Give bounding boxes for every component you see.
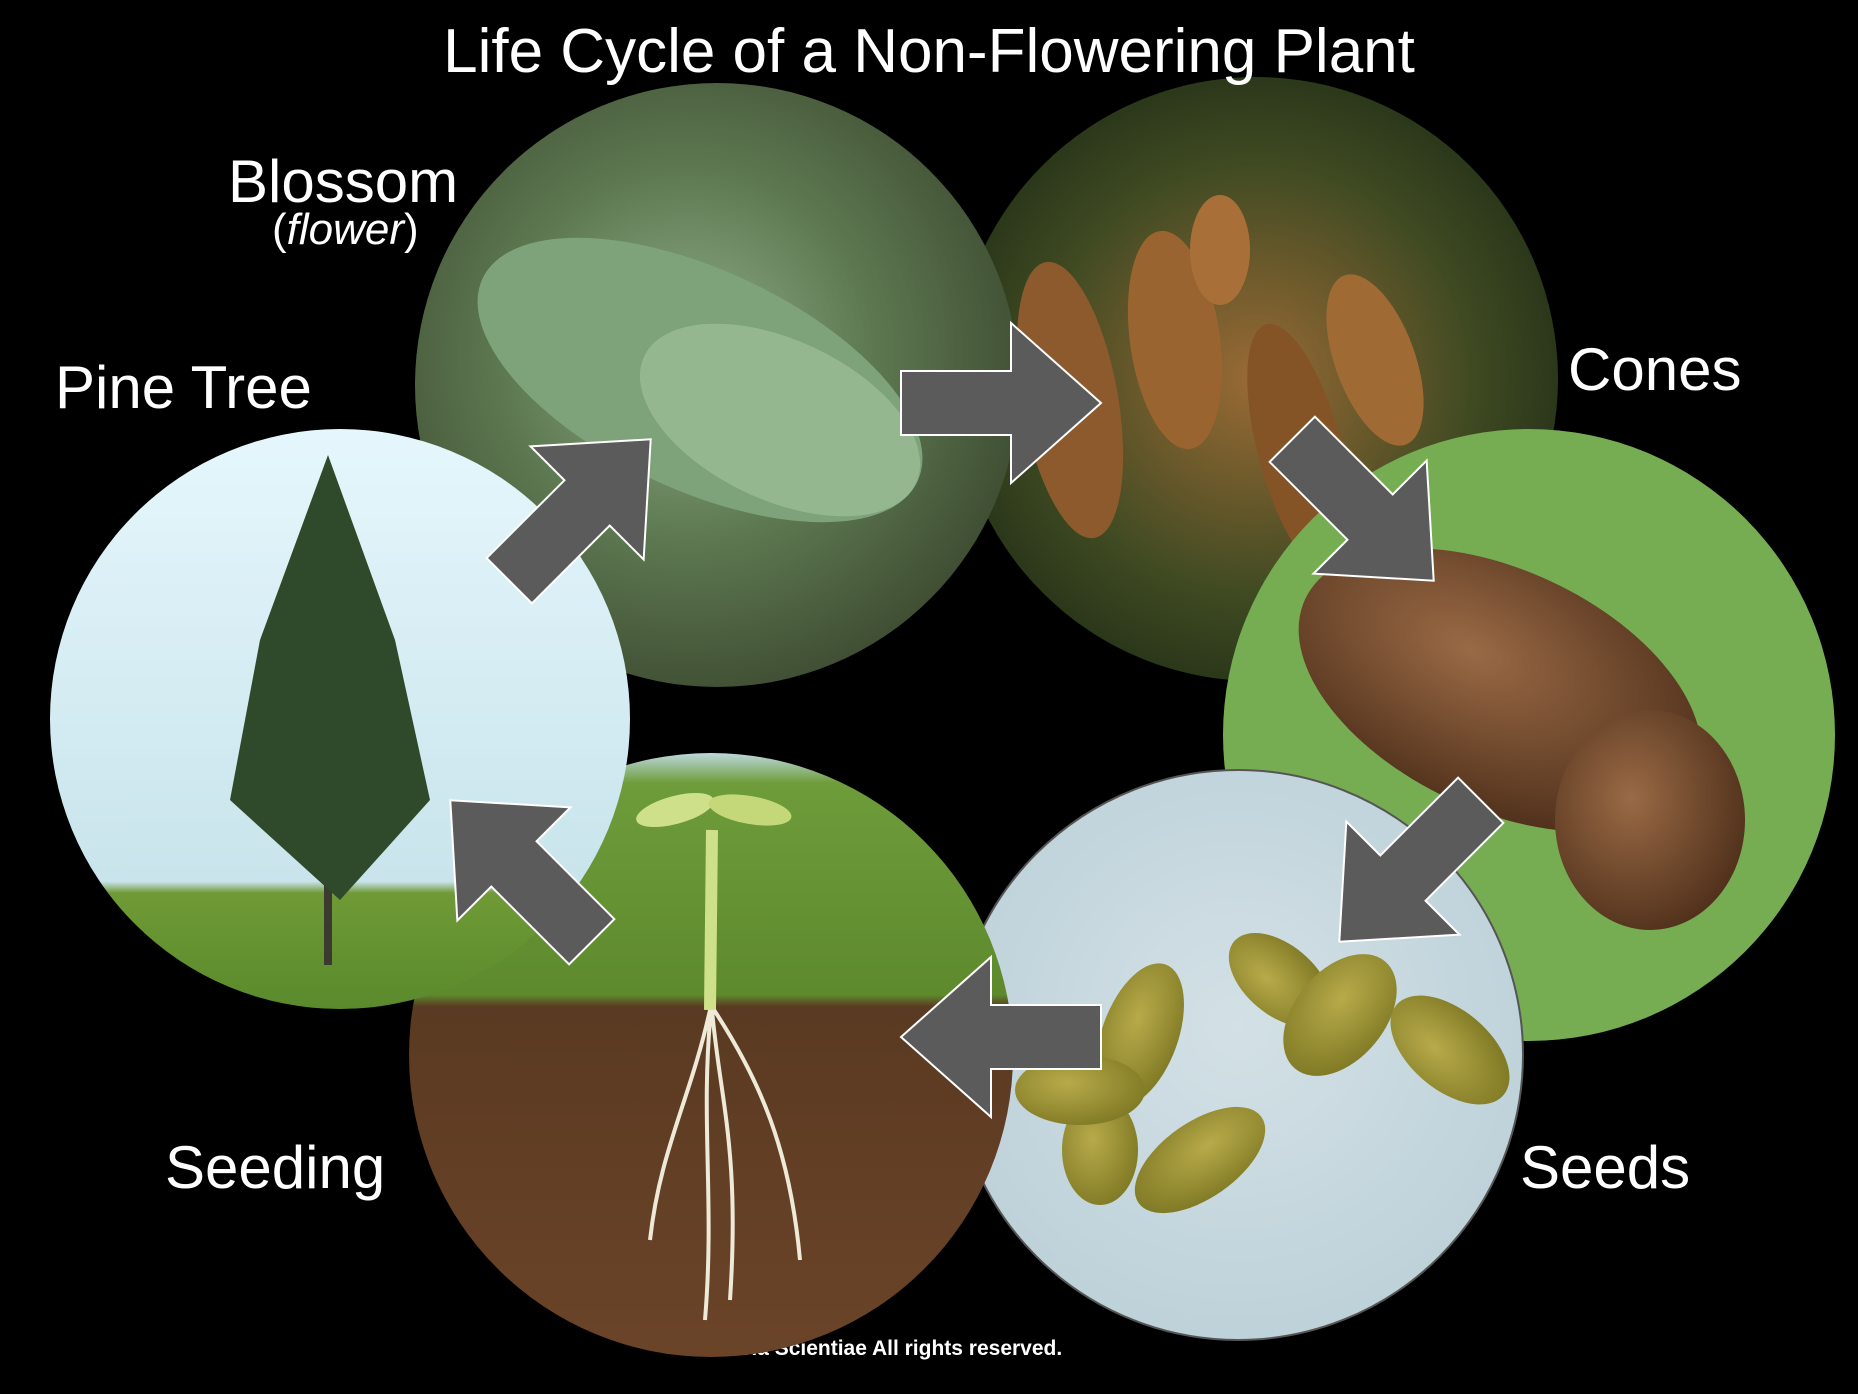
paren-close: ) [404,205,419,254]
seeds-label: Seeds [1520,1134,1691,1201]
page-title: Life Cycle of a Non-Flowering Plant [443,17,1415,86]
blossom-label: Blossom [228,148,459,215]
seeding-label: Seeding [165,1134,386,1201]
cones-label: Cones [1568,336,1742,403]
blossom-sub: flower [286,205,405,254]
blossom-sublabel: (flower) [272,208,419,252]
paren-open: ( [272,205,287,254]
pine-tree-label: Pine Tree [55,354,312,421]
